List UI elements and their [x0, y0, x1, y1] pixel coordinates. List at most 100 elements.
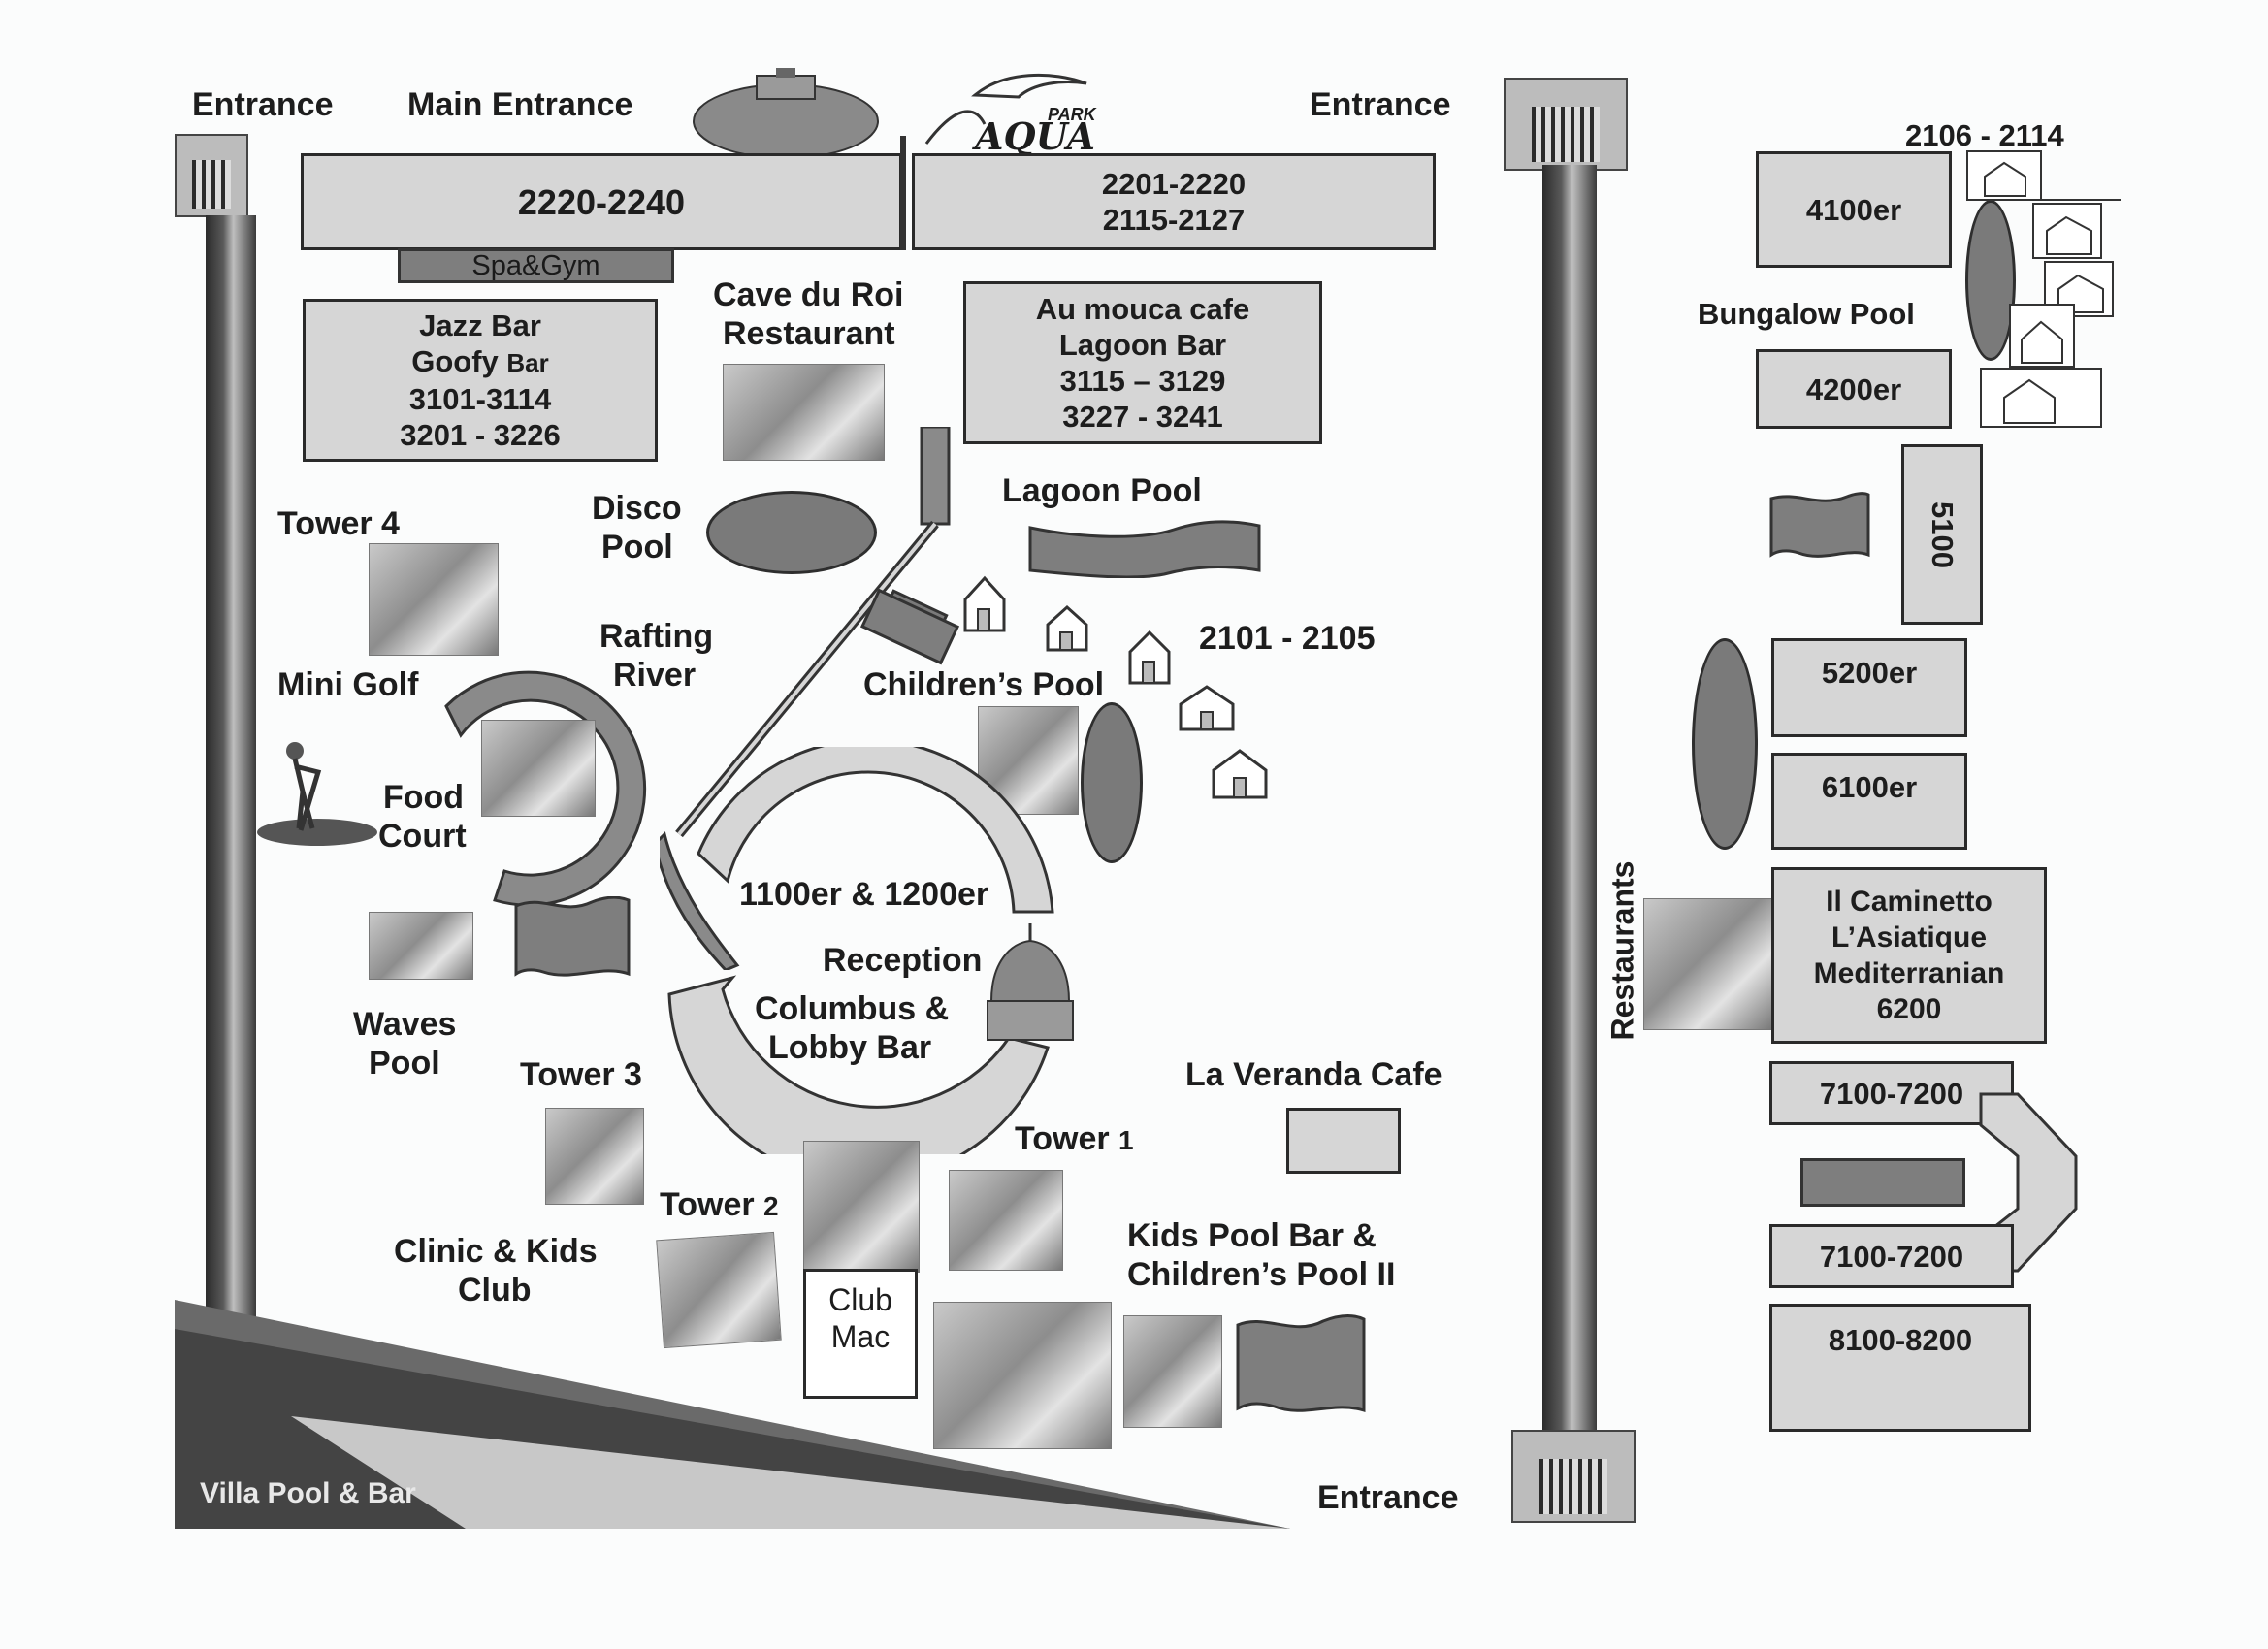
- rooms-3101-3114-label: 3101-3114: [408, 382, 552, 416]
- pool-label: Pool: [601, 529, 673, 566]
- waterslide-photo: [949, 1170, 1063, 1271]
- flag-pole: [900, 136, 906, 250]
- right-wall: [1542, 165, 1597, 1436]
- entrance-label-right-top: Entrance: [1310, 86, 1451, 123]
- golfer-image: [254, 733, 380, 850]
- building-7100-pool: [1800, 1158, 1965, 1207]
- main-entrance-label: Main Entrance: [407, 86, 633, 123]
- villa-pool-area: [175, 1300, 1290, 1529]
- bungalow-houses: [1965, 149, 2121, 429]
- la-veranda-cafe-label: La Veranda Cafe: [1185, 1056, 1442, 1093]
- water-slide-image: [1123, 1315, 1222, 1428]
- building-4200: 4200er: [1756, 349, 1952, 429]
- waterslide-photo: [369, 543, 499, 656]
- food-court-arc: [437, 667, 660, 910]
- tower-4-label: Tower 4: [277, 505, 400, 542]
- rooms-3201-3226-label: 3201 - 3226: [400, 418, 561, 452]
- children-pool-photo: [369, 912, 473, 980]
- mini-golf-label: Mini Golf: [277, 666, 419, 703]
- building-6100-label: 6100er: [1821, 770, 1918, 804]
- logo-park-text: PARK: [1048, 105, 1096, 124]
- house-icon: [1043, 603, 1091, 657]
- restaurants-building-6200: Il Caminetto L’Asiatique Mediterranian 6…: [1771, 867, 2047, 1044]
- building-5200-label: 5200er: [1821, 656, 1918, 690]
- lobby-bar-label: Lobby Bar: [768, 1029, 932, 1066]
- au-mouca-building: Au mouca cafe Lagoon Bar 3115 – 3129 322…: [963, 281, 1322, 444]
- house-icon: [960, 572, 1009, 639]
- rooms-2101-2105-label: 2101 - 2105: [1199, 620, 1376, 657]
- cave-du-roi-label: Cave du Roi: [713, 276, 904, 313]
- waterslide-photo: [545, 1108, 644, 1205]
- building-4200-label: 4200er: [1805, 372, 1902, 406]
- childrens-pool-ii: [1236, 1313, 1366, 1416]
- bungalow-pool-label: Bungalow Pool: [1698, 297, 1915, 331]
- restaurants-label: Restaurants: [1604, 860, 1640, 1041]
- childrens-pool-ii-label: Children’s Pool II: [1127, 1256, 1396, 1293]
- entrance-label-left: Entrance: [192, 86, 334, 123]
- building-7100-north: 7100-7200: [1769, 1061, 2014, 1125]
- mac-label: Mac: [830, 1319, 891, 1354]
- il-caminetto-label: Il Caminetto: [1826, 886, 1993, 918]
- rooms-3227-3241-label: 3227 - 3241: [1062, 400, 1223, 434]
- building-5200: 5200er: [1771, 638, 1967, 737]
- dining-couple-image: [481, 720, 596, 817]
- club-label: Club: [828, 1282, 892, 1317]
- logo-aqua-text: AQUA: [975, 114, 1096, 158]
- lagoon-bar-label: Lagoon Bar: [1058, 328, 1227, 362]
- building-5100-label: 5100: [1925, 501, 1960, 568]
- goofy-bar-label: Goofy Bar: [411, 344, 549, 378]
- central-building-arcs: [660, 738, 1067, 1183]
- jazz-bar-building: Jazz Bar Goofy Bar 3101-3114 3201 - 3226: [303, 299, 658, 462]
- right-pool: [1769, 491, 1870, 561]
- kids-pool-bar-label: Kids Pool Bar &: [1127, 1217, 1377, 1254]
- spa-gym-building: Spa&Gym: [398, 248, 674, 283]
- au-mouca-cafe-label: Au mouca cafe: [1035, 292, 1250, 326]
- waves-pool-label: Pool: [369, 1045, 440, 1082]
- building-7100-south: 7100-7200: [1769, 1224, 2014, 1288]
- rooms-2220-2240-label: 2220-2240: [517, 181, 686, 222]
- club-mac-building: Club Mac: [803, 1269, 918, 1399]
- court-label: Court: [378, 818, 467, 855]
- rooms-3115-3129-label: 3115 – 3129: [1059, 364, 1226, 398]
- childrens-pool-label: Children’s Pool: [863, 666, 1105, 703]
- restaurant-label: Restaurant: [723, 315, 895, 352]
- left-wall: [206, 215, 256, 1414]
- rooms-1100-1200-label: 1100er & 1200er: [739, 876, 989, 913]
- food-label: Food: [383, 779, 465, 816]
- river-label: River: [613, 657, 697, 694]
- dining-couple-image: [723, 364, 885, 461]
- entrance-label-right-bottom: Entrance: [1317, 1479, 1459, 1516]
- tower-3-label: Tower 3: [520, 1056, 642, 1093]
- club-label: Club: [458, 1272, 532, 1309]
- tower-2-label: Tower 2: [660, 1186, 779, 1223]
- building-6100: 6100er: [1771, 753, 1967, 850]
- spa-gym-label: Spa&Gym: [471, 249, 600, 281]
- waves-label: Waves: [353, 1006, 457, 1043]
- clinic-kids-label: Clinic & Kids: [394, 1233, 598, 1270]
- dome-icon: [689, 68, 883, 159]
- lagoon-pool: [1028, 520, 1261, 579]
- rooms-2201-building: 2201-2220 2115-2127: [912, 153, 1436, 250]
- building-4100: 4100er: [1756, 151, 1952, 268]
- gate-icon: [1504, 78, 1628, 171]
- lagoon-pool-label: Lagoon Pool: [1002, 472, 1202, 509]
- building-5100: 5100: [1901, 444, 1983, 625]
- la-veranda-building: [1286, 1108, 1401, 1174]
- lasiatique-label: L’Asiatique: [1831, 922, 1988, 954]
- dining-couple-image: [803, 1141, 920, 1273]
- right-pool-oval: [1692, 638, 1758, 850]
- rooms-2115-2127-label: 2115-2127: [1102, 203, 1246, 237]
- dining-couple-image: [1643, 898, 1773, 1030]
- building-7100-south-label: 7100-7200: [1819, 1239, 1964, 1274]
- tower-1-label: Tower 1: [1015, 1120, 1134, 1157]
- house-icon: [1209, 747, 1271, 804]
- building-7100-north-label: 7100-7200: [1819, 1076, 1964, 1111]
- disco-label: Disco: [592, 490, 682, 527]
- childrens-pool: [1081, 702, 1143, 863]
- columbus-label: Columbus &: [755, 990, 950, 1027]
- children-pool-photo: [933, 1302, 1112, 1449]
- building-6200-label: 6200: [1876, 993, 1942, 1025]
- disco-pool: [706, 491, 877, 574]
- dome-icon: [982, 923, 1079, 1042]
- aqua-park-logo: PARK AQUA: [917, 66, 1140, 158]
